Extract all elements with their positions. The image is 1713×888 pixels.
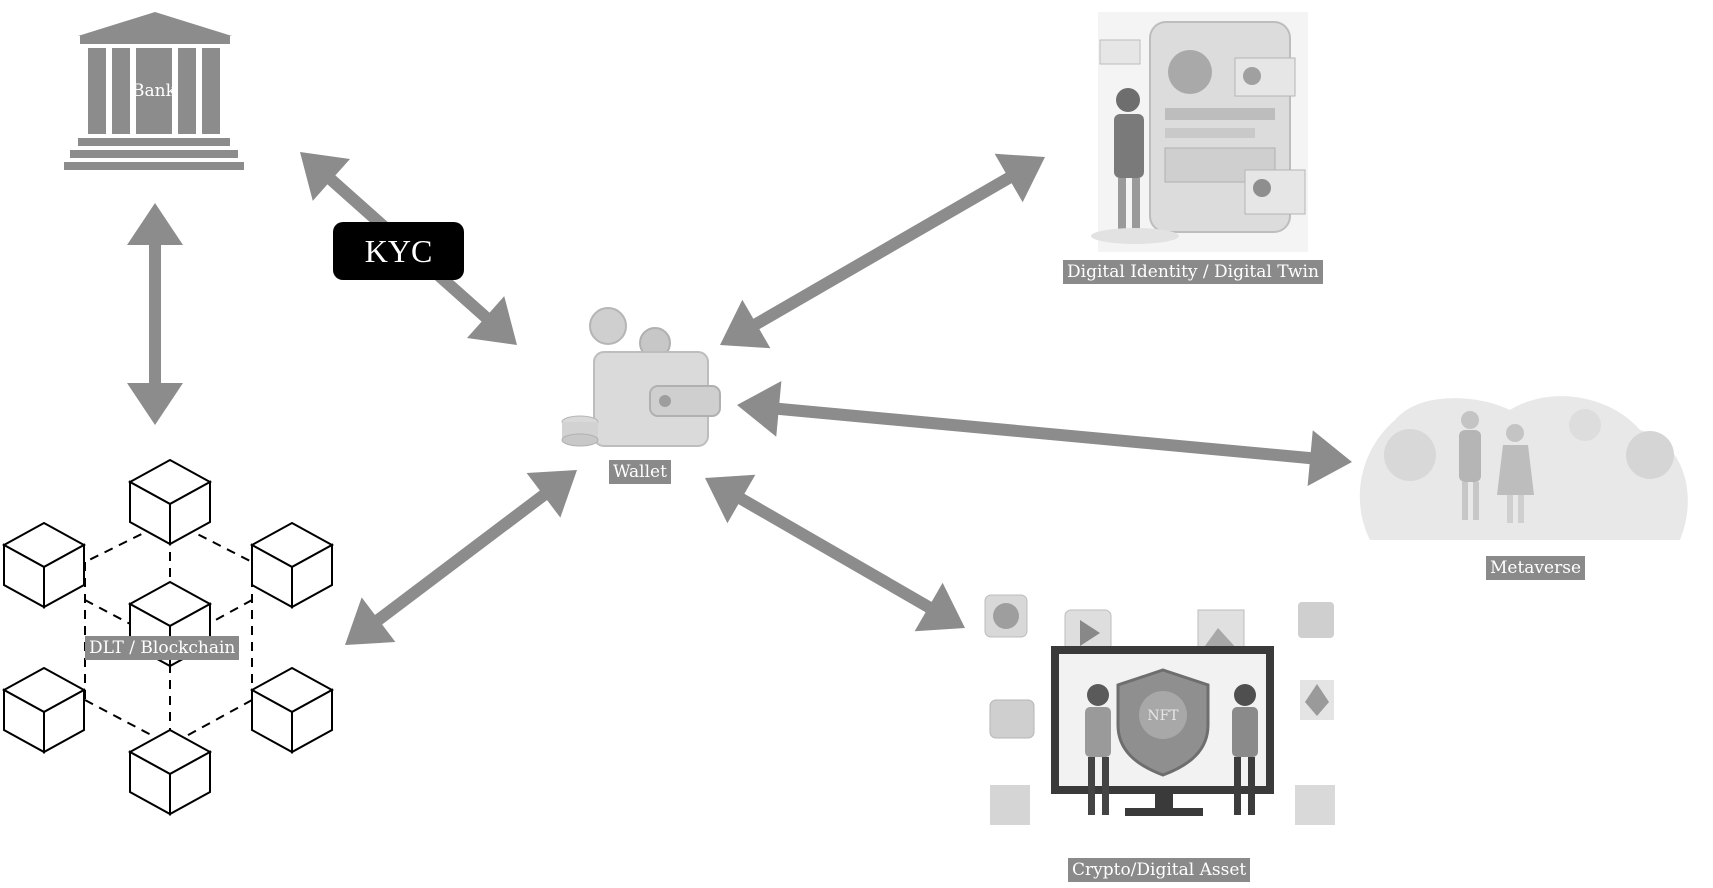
- digital-identity-illustration: [1091, 12, 1308, 252]
- arrow-wallet-metaverse: [737, 380, 1352, 487]
- coin-icon: [589, 307, 627, 345]
- wallet-icon: [561, 307, 721, 447]
- blockchain-cubes-icon: [3, 459, 333, 815]
- wallet-label: Wallet: [609, 460, 671, 484]
- crypto-label: Crypto/Digital Asset: [1068, 858, 1251, 882]
- bank-label: Bank: [132, 81, 176, 101]
- kyc-badge: KYC: [333, 222, 464, 280]
- blockchain-label: DLT / Blockchain: [85, 636, 240, 660]
- metaverse-illustration: [1359, 396, 1688, 540]
- arrow-wallet-digital-identity: [720, 153, 1045, 349]
- nft-text: NFT: [1147, 708, 1179, 724]
- arrow-wallet-blockchain: [345, 469, 577, 645]
- arrow-bank-blockchain: [127, 203, 183, 425]
- bank-icon: [64, 12, 244, 170]
- digital-identity-label: Digital Identity / Digital Twin: [1063, 260, 1323, 284]
- metaverse-label: Metaverse: [1486, 556, 1586, 580]
- nft-illustration: NFT: [984, 594, 1335, 825]
- connection-arrows: [127, 152, 1352, 645]
- arrow-wallet-crypto: [705, 474, 966, 632]
